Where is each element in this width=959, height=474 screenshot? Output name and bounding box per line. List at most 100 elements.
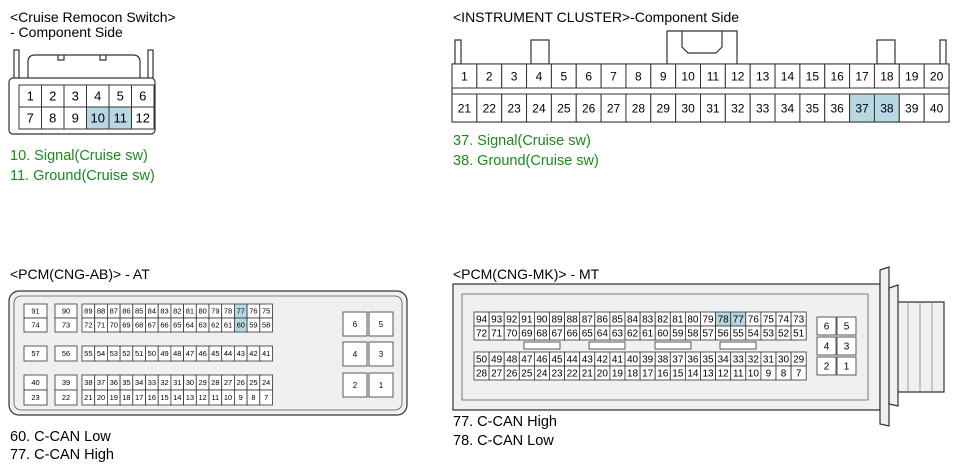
pcm-mk-pin-label-29: 29 [793,355,805,366]
pcm-mk-pin-label-2: 2 [824,362,830,373]
pcm-mk-key-tab [523,341,561,350]
cluster-pin-label-16: 16 [830,69,844,83]
pcm-ab-pin-label-11: 11 [211,393,219,402]
pcm-mk-pin-label-59: 59 [672,329,684,340]
pcm-mk-pin-label-41: 41 [612,355,624,366]
pcm-mk-pin-label-1: 1 [844,362,850,373]
pcm-ab-pin-label-71: 71 [97,321,105,330]
cruise-pin-label-2: 2 [49,89,56,104]
pcm-ab-pin-label-22: 22 [62,393,70,402]
pcm-mk-pin-4 [816,336,837,356]
pcm-ab-pin-label-39: 39 [62,378,70,387]
pcm-mk-pin-label-13: 13 [702,369,714,380]
cluster-pin-3 [501,63,528,89]
pcm-mk-pin-label-72: 72 [476,329,488,340]
pcm-ab-pin-label-73: 73 [62,321,70,330]
cluster-pin-20 [923,63,950,89]
cluster-pin-label-9: 9 [660,69,667,83]
cluster-pin-label-24: 24 [532,101,546,115]
pcm-ab-note-1: 60. C-CAN Low [10,429,111,445]
pcm-ab-pin-label-35: 35 [122,378,130,387]
pcm-mk-pin-label-36: 36 [687,355,699,366]
pcm-mk-pin-label-9: 9 [766,369,772,380]
pcm-mk-pin-label-54: 54 [748,329,760,340]
pcm-ab-pin-label-68: 68 [135,321,143,330]
pcm-mk-pin-label-48: 48 [506,355,518,366]
cluster-note-1: 37. Signal(Cruise sw) [453,133,591,149]
pcm-mk-pin-label-34: 34 [718,355,730,366]
pcm-ab-pin-label-4: 4 [353,350,358,359]
cruise-note-2: 11. Ground(Cruise sw) [10,168,155,184]
pcm-mk-pin-label-26: 26 [506,369,518,380]
cluster-pin-34 [774,93,801,123]
pcm-mk-pin-label-76: 76 [748,315,760,326]
cluster-pin-6 [575,63,602,89]
pcm-mk-pin-label-52: 52 [778,329,790,340]
pcm-mk-pin-label-43: 43 [582,355,594,366]
pcm-ab-pin-label-48: 48 [173,349,181,358]
cluster-pin-label-17: 17 [855,69,869,83]
pcm-mk-pin-label-10: 10 [748,369,760,380]
cluster-pin-label-12: 12 [731,69,745,83]
cruise-title-line2: - Component Side [10,24,123,40]
pcm-mk-pin-label-6: 6 [824,322,830,333]
pcm-mk-pin-label-78: 78 [718,315,730,326]
cluster-pin-label-7: 7 [610,69,617,83]
pcm-ab-pin-label-8: 8 [251,393,255,402]
pcm-mk-pin-label-91: 91 [521,315,533,326]
cluster-pin-38 [873,93,900,123]
pcm-mk-pin-label-32: 32 [748,355,760,366]
cruise-note-1: 10. Signal(Cruise sw) [10,148,148,164]
pcm-mk-pin-label-89: 89 [551,315,563,326]
cluster-pin-17 [849,63,875,89]
cluster-pin-label-18: 18 [880,69,894,83]
pcm-ab-pin-label-29: 29 [198,378,206,387]
pcm-ab-pin-73 [54,317,78,333]
cluster-pin-label-33: 33 [756,101,770,115]
cluster-pin-36 [824,93,851,123]
pcm-ab-pin-label-34: 34 [135,378,143,387]
pcm-mk-pin-label-62: 62 [627,329,639,340]
pcm-mk-pin-label-15: 15 [672,369,684,380]
pcm-mk-pin-label-83: 83 [642,315,654,326]
cluster-pin-27 [600,93,627,123]
pcm-mk-pin-label-35: 35 [702,355,714,366]
cluster-pin-label-8: 8 [635,69,642,83]
pcm-mk-pin-label-65: 65 [582,329,594,340]
pcm-mk-pin-label-27: 27 [491,369,503,380]
pcm-ab-pin-label-47: 47 [186,349,194,358]
cluster-pin-label-4: 4 [536,69,543,83]
pcm-mk-pin-label-18: 18 [627,369,639,380]
pcm-ab-pin-23 [23,389,48,406]
pcm-mk-pin-label-40: 40 [627,355,639,366]
cluster-pin-2 [476,63,503,89]
pcm-mk-pin-label-82: 82 [657,315,669,326]
pcm-mk-pin-label-5: 5 [844,322,850,333]
pcm-mk-pin-label-20: 20 [597,369,609,380]
cruise-pin-label-11: 11 [114,111,128,126]
cluster-pin-label-32: 32 [731,101,745,115]
cluster-pin-label-13: 13 [756,69,770,83]
pcm-ab-pin-label-52: 52 [122,349,130,358]
cluster-pin-31 [700,93,726,123]
cluster-pin-label-35: 35 [806,101,820,115]
cluster-pin-label-1: 1 [461,69,468,83]
cluster-pin-22 [476,93,503,123]
pcm-ab-pin-label-82: 82 [173,307,181,316]
pcm-mk-pin-label-17: 17 [642,369,654,380]
pcm-ab-pin-label-23: 23 [31,393,39,402]
pcm-ab-pin-label-79: 79 [211,307,219,316]
pcm-ab-pin-label-69: 69 [122,321,130,330]
cluster-title: <INSTRUMENT CLUSTER>-Component Side [453,9,740,25]
pcm-mk-pin-label-63: 63 [612,329,624,340]
pcm-ab-pin-label-42: 42 [249,349,257,358]
cluster-pin-21 [451,93,478,123]
pcm-ab-pin-label-54: 54 [97,349,105,358]
pcm-mk-pin-label-64: 64 [597,329,609,340]
pcm-ab-pin-74 [23,317,48,333]
pcm-mk-pin-label-73: 73 [793,315,805,326]
pcm-ab-pin-label-36: 36 [110,378,118,387]
pcm-ab-pin-label-2: 2 [353,381,358,390]
pcm-ab-pin-4 [342,341,368,367]
